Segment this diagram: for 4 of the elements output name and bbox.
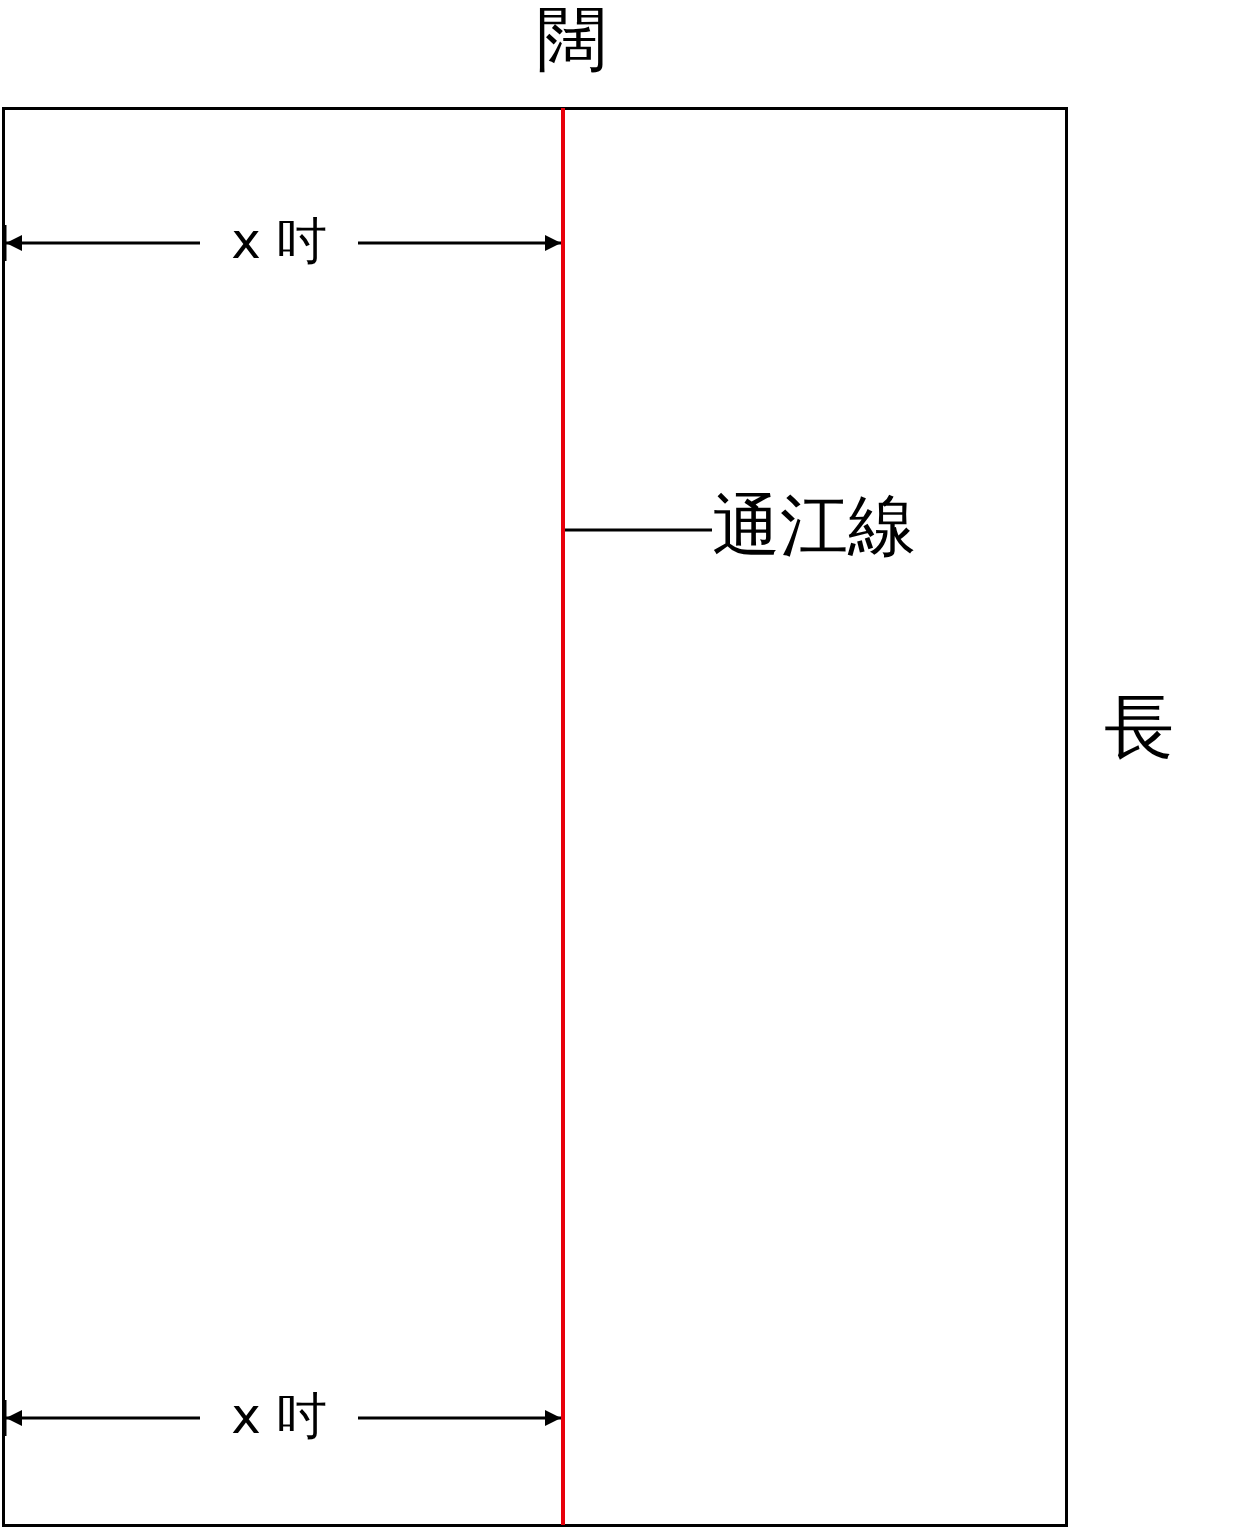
fold-line-label: 通江線: [712, 492, 916, 560]
leader-line: [565, 528, 712, 532]
length-label: 長: [1104, 692, 1174, 762]
width-label: 闊: [537, 4, 607, 74]
